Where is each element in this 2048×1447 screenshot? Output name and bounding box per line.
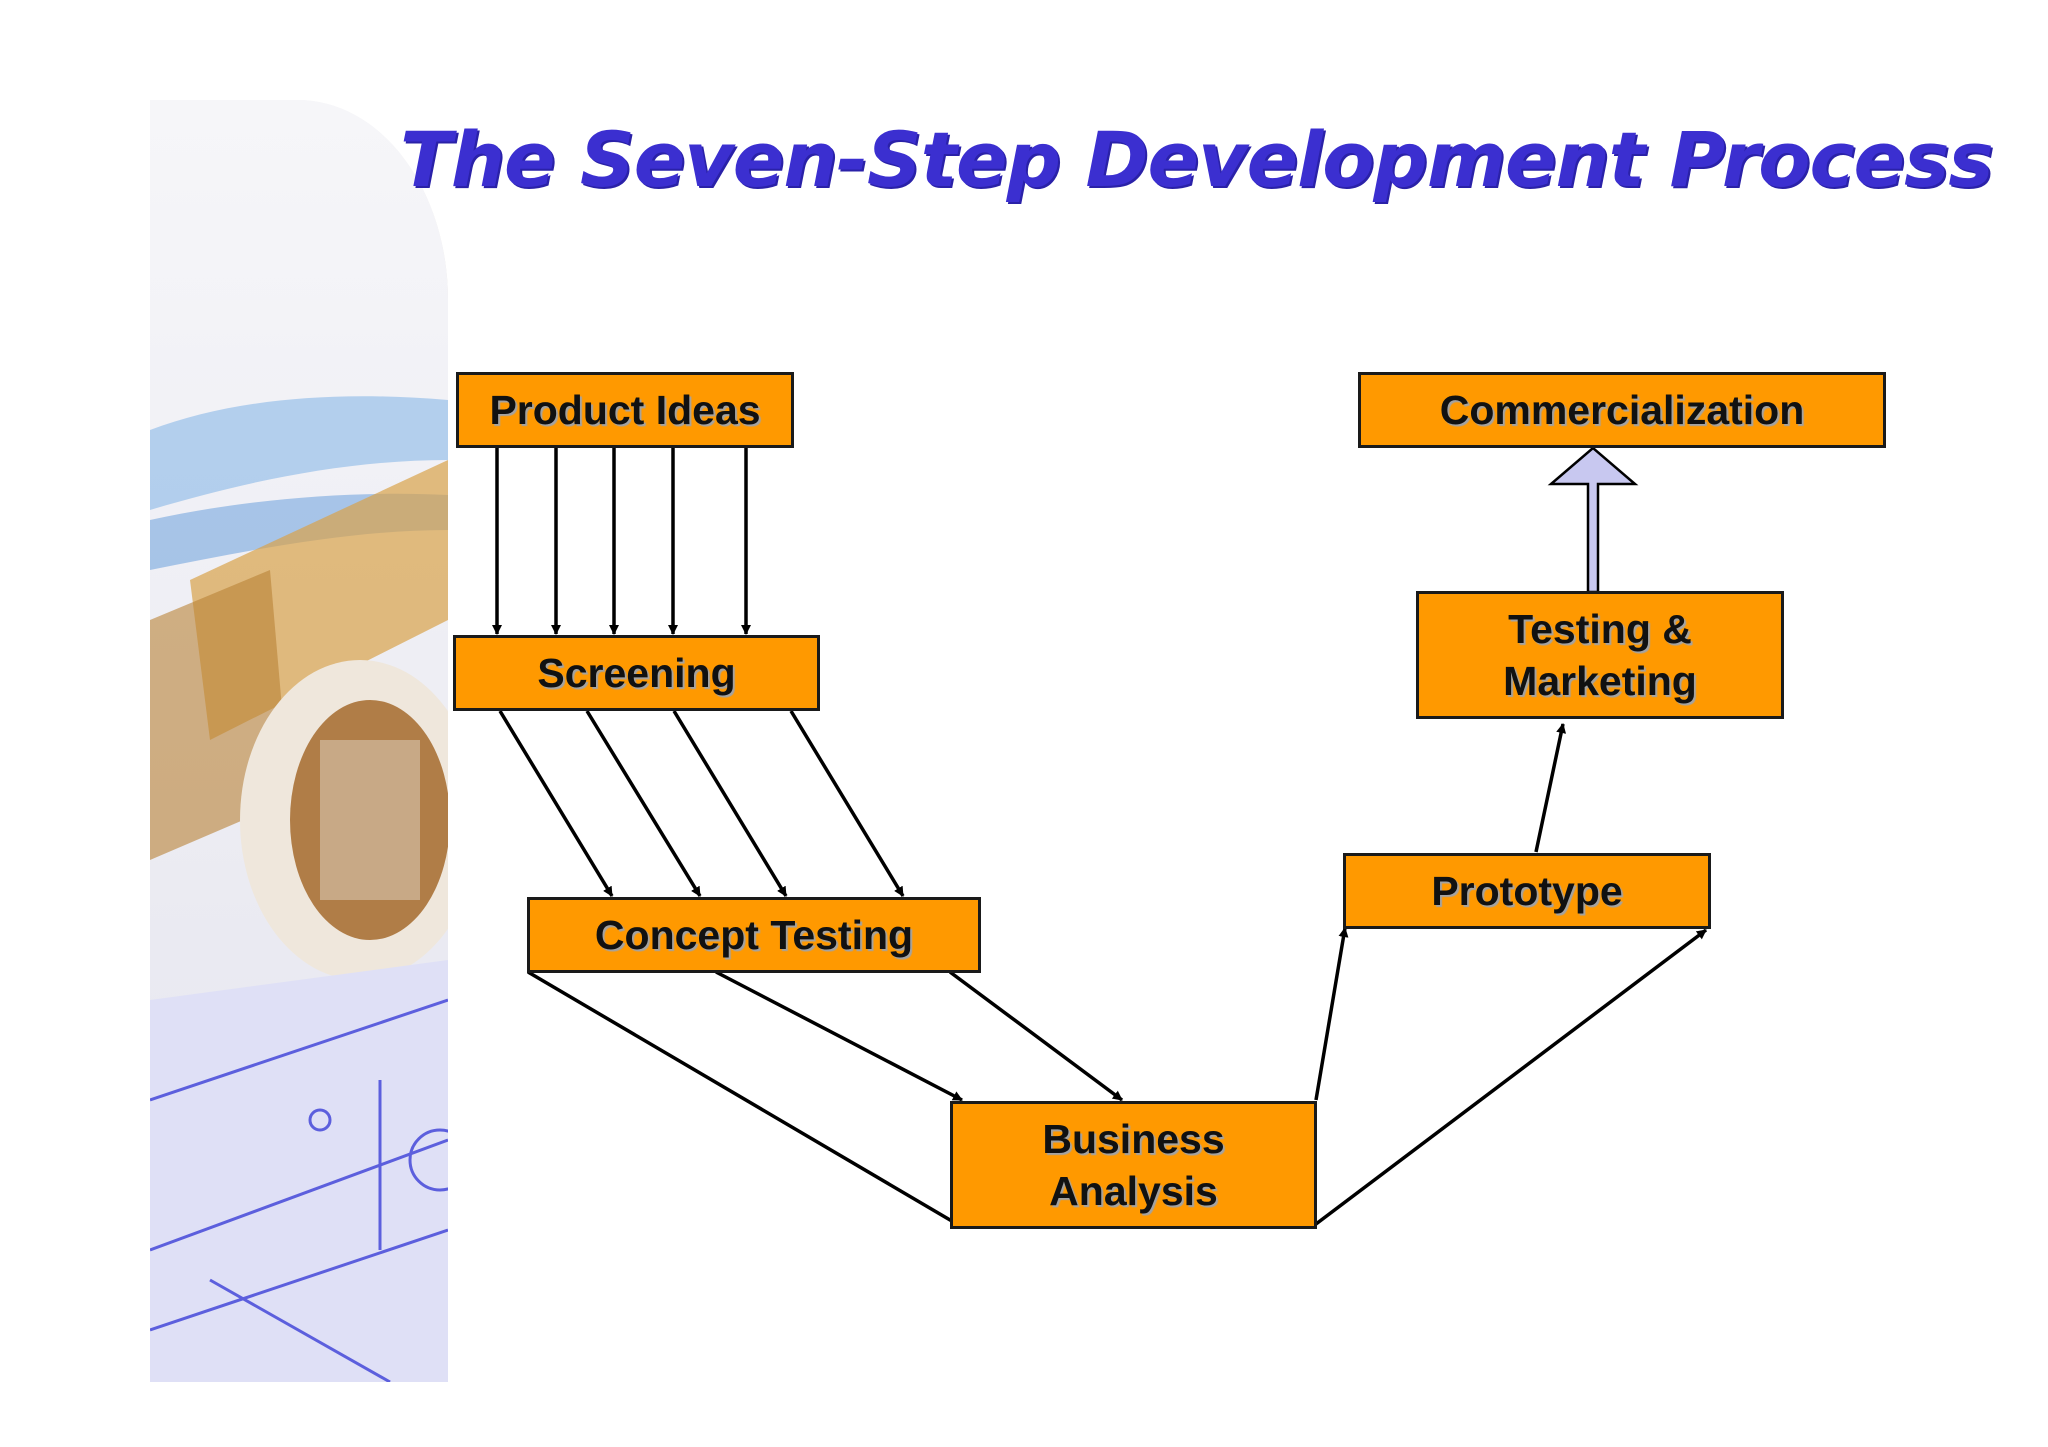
arrow-business-to-prototype-2 (1314, 928, 1708, 1226)
node-product-ideas: Product Ideas (456, 372, 794, 448)
node-business-analysis: Business Analysis (950, 1101, 1317, 1229)
node-concept-testing-label: Concept Testing (594, 912, 914, 958)
node-testing-marketing: Testing & Marketing (1416, 591, 1784, 719)
node-testing-marketing-label-line1: Testing & (1508, 606, 1692, 652)
decorative-photo-strip (150, 100, 448, 1382)
arrow-concept-to-business-2 (715, 970, 963, 1102)
node-business-analysis-label-line1: Business (1042, 1116, 1225, 1162)
arrow-prototype-to-testing (1534, 723, 1567, 853)
slide-title: The Seven-Step Development Process (400, 115, 1994, 204)
blueprint-photo-image (150, 100, 448, 1382)
node-product-ideas-label: Product Ideas (489, 387, 761, 433)
block-arrow-testing-to-commercialization (1547, 446, 1639, 594)
arrow-business-to-prototype-1 (1314, 927, 1349, 1101)
node-commercialization-label: Commercialization (1439, 387, 1805, 433)
node-business-analysis-label-line2: Analysis (1049, 1168, 1218, 1214)
arrow-screening-to-concept-4 (789, 710, 905, 897)
node-concept-testing: Concept Testing (527, 897, 981, 973)
node-prototype-label: Prototype (1431, 868, 1623, 914)
arrow-concept-to-business-3 (948, 970, 1124, 1102)
node-commercialization: Commercialization (1358, 372, 1886, 448)
node-prototype: Prototype (1343, 853, 1711, 929)
node-screening: Screening (453, 635, 820, 711)
arrow-concept-to-business-1 (527, 970, 963, 1229)
arrow-screening-to-concept-3 (672, 710, 788, 897)
arrow-screening-to-concept-2 (585, 710, 702, 897)
node-screening-label: Screening (537, 650, 736, 696)
arrow-screening-to-concept-1 (498, 710, 614, 897)
node-testing-marketing-label-line2: Marketing (1503, 658, 1697, 704)
